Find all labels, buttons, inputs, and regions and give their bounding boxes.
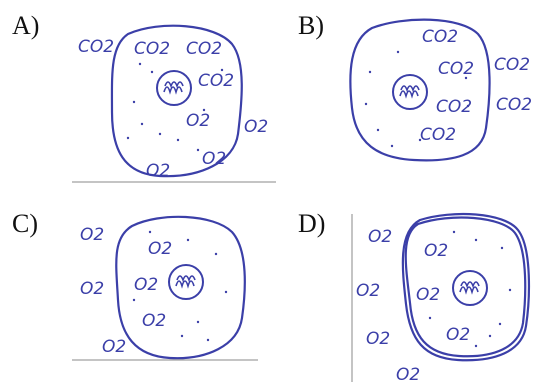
panel-d-nucleus <box>452 270 488 306</box>
panel-a-outside-label: CO2 <box>78 37 114 57</box>
panel-a-outside-label: O2 <box>202 149 226 169</box>
cytoplasm-dot <box>474 238 478 242</box>
cytoplasm-dot <box>132 298 136 302</box>
cytoplasm-dot <box>176 138 180 142</box>
panel-b: B) CO2 CO2 CO2 CO2 CO2 CO2 <box>298 11 532 162</box>
cytoplasm-dot <box>498 322 502 326</box>
panel-b-nucleus <box>392 74 428 110</box>
panel-d-letter: D) <box>298 209 325 238</box>
cytoplasm-dot <box>132 100 136 104</box>
panel-a-inside-label: CO2 <box>186 39 222 59</box>
cytoplasm-dot <box>474 344 478 348</box>
cytoplasm-dot <box>396 50 400 54</box>
panel-a-outside-label: O2 <box>244 117 268 137</box>
panel-c-cell-membrane <box>115 215 246 360</box>
panel-a-cell-membrane <box>110 24 243 178</box>
panel-b-letter: B) <box>298 11 324 40</box>
panel-d-outside-label: O2 <box>366 329 390 349</box>
cytoplasm-dot <box>148 230 152 234</box>
panel-a-inside-label: CO2 <box>134 39 170 59</box>
panel-d-cell-membrane <box>401 212 531 362</box>
panel-a-chromatin <box>163 81 184 95</box>
panel-a-inside-label: O2 <box>186 111 210 131</box>
cytoplasm-dot <box>452 230 456 234</box>
panel-c-cytoplasm-dots <box>132 230 228 342</box>
cytoplasm-dot <box>500 246 504 250</box>
panel-d-inside-label: O2 <box>446 325 470 345</box>
cytoplasm-dot <box>202 108 206 112</box>
panel-c-letter: C) <box>12 209 38 238</box>
panel-c-inside-label: O2 <box>142 311 166 331</box>
cytoplasm-dot <box>220 68 224 72</box>
cytoplasm-dot <box>150 70 154 74</box>
cytoplasm-dot <box>464 76 468 80</box>
panel-d-nucleus-outline <box>452 270 488 306</box>
panel-d: D) O2 O2 O2 O2 O2 O2 O2 <box>298 209 531 385</box>
panel-c-outside-label: O2 <box>80 279 104 299</box>
panel-a-inside-label: CO2 <box>198 71 234 91</box>
panel-c-inside-label: O2 <box>134 275 158 295</box>
panel-a-letter: A) <box>12 11 39 40</box>
cytoplasm-dot <box>364 102 368 106</box>
panel-b-outside-label: CO2 <box>494 55 530 75</box>
cytoplasm-dot <box>428 316 432 320</box>
panel-b-inside-label: CO2 <box>438 59 474 79</box>
cytoplasm-dot <box>140 122 144 126</box>
panel-d-cell-membrane-inner <box>404 216 527 358</box>
panel-b-inside-label: CO2 <box>436 97 472 117</box>
panel-a-cytoplasm-dots <box>126 62 224 152</box>
cytoplasm-dot <box>180 334 184 338</box>
panel-a-nucleus-outline <box>156 70 192 106</box>
panel-c-nucleus-outline <box>168 264 204 300</box>
cytoplasm-dot <box>376 128 380 132</box>
panel-d-chromatin <box>459 281 480 295</box>
cytoplasm-dot <box>186 238 190 242</box>
panel-b-cytoplasm-dots <box>364 50 470 148</box>
cytoplasm-dot <box>508 288 512 292</box>
cytoplasm-dot <box>224 290 228 294</box>
panel-b-outside-label: CO2 <box>496 95 532 115</box>
panel-c-chromatin <box>175 275 196 289</box>
cytoplasm-dot <box>196 320 200 324</box>
panel-c-outside-label: O2 <box>80 225 104 245</box>
panel-c-inside-label: O2 <box>148 239 172 259</box>
cytoplasm-dot <box>488 334 492 338</box>
panel-d-outside-label: O2 <box>356 281 380 301</box>
cytoplasm-dot <box>158 132 162 136</box>
panel-a-nucleus <box>156 70 192 106</box>
panel-d-inside-label: O2 <box>416 285 440 305</box>
panel-b-nucleus-outline <box>392 74 428 110</box>
panel-a: A) CO2 O2 O2 O2 CO2 CO2 CO2 O2 <box>12 11 276 183</box>
panel-a-outside-label: O2 <box>146 161 170 181</box>
cytoplasm-dot <box>368 70 372 74</box>
panel-b-chromatin <box>399 85 420 99</box>
cytoplasm-dot <box>138 62 142 66</box>
panel-b-inside-label: CO2 <box>420 125 456 145</box>
panel-d-cytoplasm-dots <box>428 230 512 348</box>
panel-c-outside-label: O2 <box>102 337 126 357</box>
cytoplasm-dot <box>214 252 218 256</box>
cytoplasm-dot <box>418 138 422 142</box>
panel-c: C) O2 O2 O2 O2 O2 O2 <box>12 209 258 361</box>
panel-b-inside-label: CO2 <box>422 27 458 47</box>
panel-d-inside-label: O2 <box>424 241 448 261</box>
cytoplasm-dot <box>206 338 210 342</box>
panel-d-outside-label: O2 <box>396 365 420 385</box>
panel-b-cell-membrane <box>349 18 491 162</box>
panel-c-nucleus <box>168 264 204 300</box>
panel-d-outside-label: O2 <box>368 227 392 247</box>
cytoplasm-dot <box>126 136 130 140</box>
cytoplasm-dot <box>466 104 470 108</box>
cytoplasm-dot <box>390 144 394 148</box>
cytoplasm-dot <box>196 148 200 152</box>
